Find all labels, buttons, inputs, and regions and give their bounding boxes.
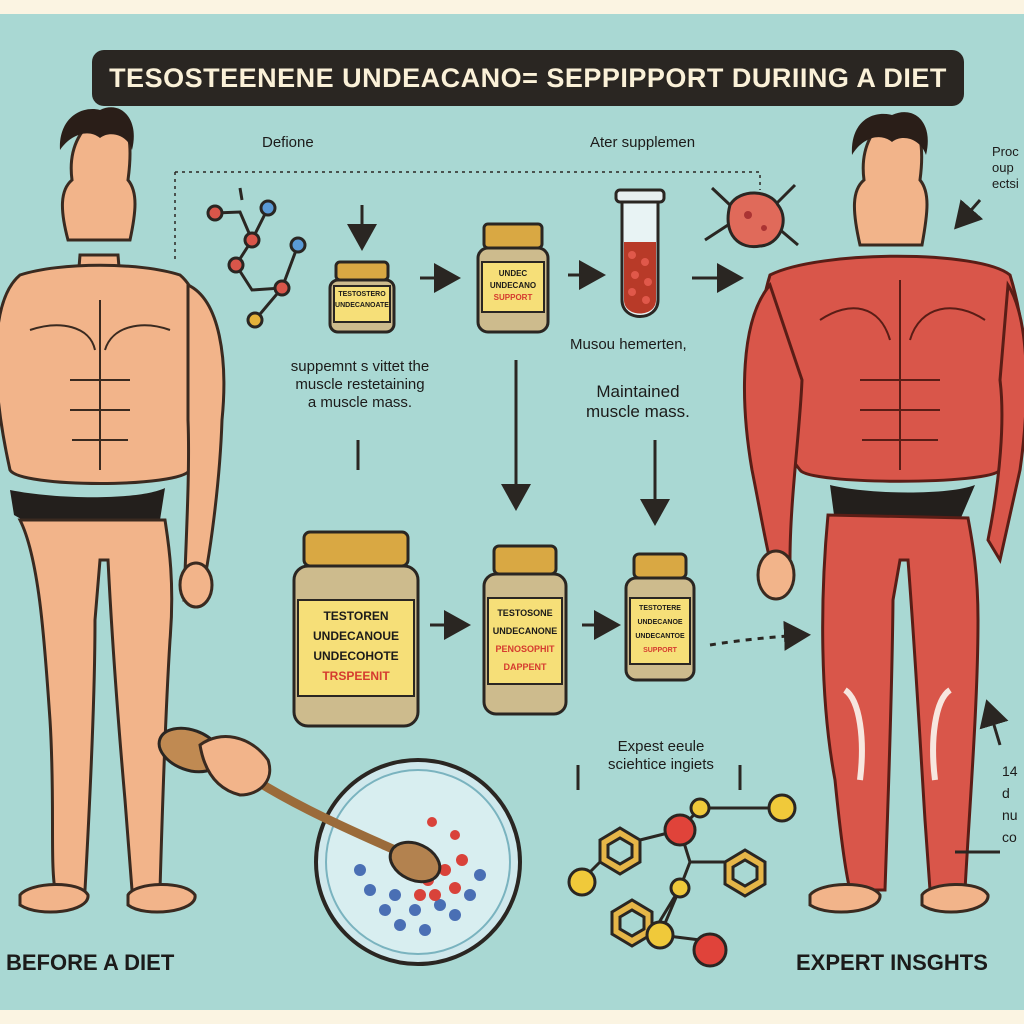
title-banner: TESOSTEENENE UNDEACANO= SEPPIPPORT DURII… bbox=[92, 50, 964, 106]
before-diet-label: BEFORE A DIET bbox=[6, 950, 175, 975]
jar-label-line: UNDECANO bbox=[489, 281, 537, 290]
jar-label-line: SUPPORT bbox=[643, 647, 677, 654]
jar-mid-bottom bbox=[482, 544, 568, 716]
jar-label-line: UNDECANOE bbox=[637, 619, 683, 626]
virus-cell-icon bbox=[704, 183, 799, 249]
right-edge-top-line: oup bbox=[992, 160, 1014, 175]
jar-label-line: UNDECANOUE bbox=[312, 629, 399, 643]
maintained-caption-line: Maintained bbox=[596, 382, 680, 401]
support-caption-line: suppemnt s vittet the bbox=[290, 358, 430, 375]
jar-mid-bottom-label: TESTOSONE UNDECANONE PENOSOPHIT DAPPENT bbox=[488, 604, 562, 676]
jar-mid-top-label: UNDEC UNDECANO SUPPORT bbox=[482, 268, 544, 304]
flow-arrows bbox=[174, 171, 1009, 854]
support-caption: suppemnt s vittet the muscle restetainin… bbox=[240, 358, 480, 412]
molecule-bottom-right bbox=[567, 793, 797, 968]
page-title: TESOSTEENENE UNDEACANO= SEPPIPPORT DURII… bbox=[109, 62, 947, 93]
jar-label-line: TRSPEENIT bbox=[322, 669, 390, 683]
right-edge-bottom-line: co bbox=[1002, 829, 1017, 845]
right-edge-bottom-line: nu bbox=[1002, 807, 1018, 823]
jar-label-line: UNDECANTOE bbox=[635, 633, 685, 640]
muscle-retention-label: Musou hemerten, bbox=[570, 336, 687, 353]
expert-caption-line: Expest eeule bbox=[617, 738, 705, 755]
jar-small-top bbox=[328, 260, 396, 334]
jar-label-line: UNDECANONE bbox=[492, 626, 558, 636]
test-tube bbox=[614, 188, 666, 318]
expert-insights-label: EXPERT INSGHTS bbox=[796, 950, 988, 975]
jar-label-line: UNDECOHOTE bbox=[313, 649, 399, 663]
jar-large bbox=[292, 530, 420, 728]
jar-label-line: DAPPENT bbox=[503, 662, 547, 672]
jar-small-bottom-label: TESTOTERE UNDECANOE UNDECANTOE SUPPORT bbox=[630, 602, 690, 658]
jar-label-line: UNDECANOATE bbox=[335, 302, 389, 309]
support-caption-line: a muscle mass. bbox=[307, 394, 413, 411]
jar-label-line: TESTOTERE bbox=[639, 605, 681, 612]
right-edge-top-line: ectsi bbox=[992, 176, 1019, 191]
after-supplement-figure bbox=[743, 112, 1024, 914]
maintained-caption: Maintained muscle mass. bbox=[586, 382, 690, 422]
jar-label-line: SUPPORT bbox=[493, 293, 533, 302]
bowl-with-spoon bbox=[157, 726, 522, 966]
jar-large-label: TESTOREN UNDECANOUE UNDECOHOTE TRSPEENIT bbox=[298, 606, 414, 686]
right-edge-bottom-line: d bbox=[1002, 785, 1010, 801]
maintained-caption-line: muscle mass. bbox=[586, 402, 690, 421]
jar-mid-top bbox=[476, 222, 550, 334]
support-caption-line: muscle restetaining bbox=[295, 376, 425, 393]
jar-label-line: TESTOSTERO bbox=[338, 291, 386, 298]
before-diet-figure bbox=[0, 107, 226, 914]
expert-caption-line: sciehtice ingiets bbox=[608, 756, 714, 773]
before-header-label: Defione bbox=[262, 134, 314, 151]
after-header-label: Ater supplemen bbox=[590, 134, 696, 151]
jar-small-bottom bbox=[624, 552, 696, 682]
jar-label-line: PENOSOPHIT bbox=[495, 644, 555, 654]
jar-label-line: TESTOSONE bbox=[497, 608, 553, 618]
right-edge-top-note: Proc oup ectsi bbox=[992, 144, 1019, 192]
right-edge-bottom-line: 14 bbox=[1002, 763, 1018, 779]
right-edge-bottom-note: 14 d nu co bbox=[1002, 760, 1018, 848]
right-edge-top-line: Proc bbox=[992, 144, 1019, 159]
expert-caption: Expest eeule sciehtice ingiets bbox=[582, 738, 740, 774]
jar-label-line: UNDEC bbox=[498, 269, 528, 278]
jar-label-line: TESTOREN bbox=[323, 609, 389, 623]
molecule-top-left bbox=[206, 187, 307, 329]
jar-small-top-label: TESTOSTERO UNDECANOATE bbox=[334, 289, 390, 311]
